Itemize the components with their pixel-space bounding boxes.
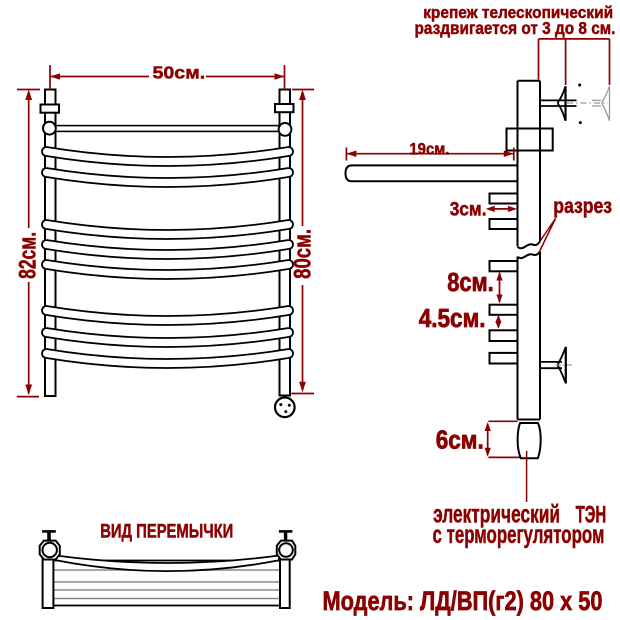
svg-text:ТЭН: ТЭН [576,502,607,528]
svg-text:Модель: ЛД/ВП(г2) 80 х 50: Модель: ЛД/ВП(г2) 80 х 50 [323,587,603,617]
svg-text:раздвигается от 3 до 8 см.: раздвигается от 3 до 8 см. [415,19,616,38]
svg-text:разрез: разрез [553,195,612,219]
svg-text:электрический: электрический [433,500,560,528]
svg-text:6см.: 6см. [436,426,484,455]
svg-text:ВИД ПЕРЕМЫЧКИ: ВИД ПЕРЕМЫЧКИ [100,521,233,542]
svg-text:80см.: 80см. [289,229,316,279]
svg-text:с терморегулятором: с терморегулятором [433,521,605,549]
svg-text:19см.: 19см. [409,140,449,158]
svg-text:82см.: 82см. [15,232,41,279]
svg-text:4.5см.: 4.5см. [419,305,486,334]
svg-text:50см.: 50см. [153,62,206,82]
svg-text:8см.: 8см. [447,268,493,297]
svg-text:3см.: 3см. [450,199,487,220]
svg-text:крепеж телескопический: крепеж телескопический [423,4,613,23]
